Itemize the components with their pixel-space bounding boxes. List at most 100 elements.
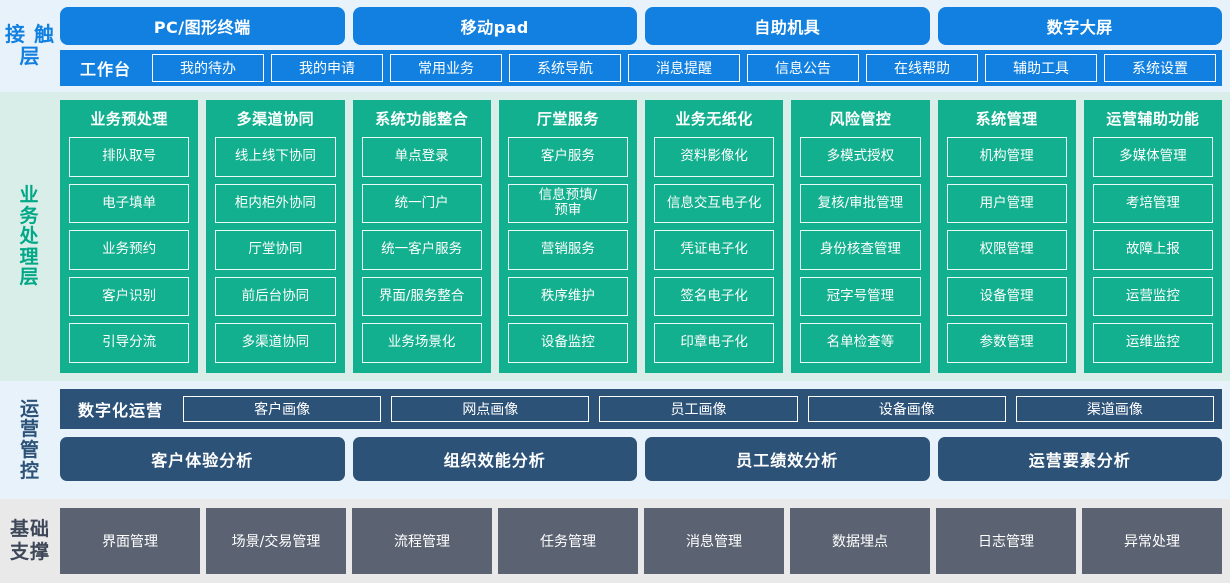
foundation-item[interactable]: 数据埋点	[790, 508, 930, 574]
business-label-char: 处	[19, 225, 41, 248]
business-cell[interactable]: 线上线下协同	[215, 137, 336, 177]
business-label-char: 理	[19, 245, 41, 268]
operations-label-char: 营	[19, 418, 40, 441]
business-cell[interactable]: 柜内柜外协同	[215, 183, 336, 224]
business-column: 运营辅助功能 多媒体管理 考培管理 故障上报 运营监控 运维监控	[1083, 100, 1222, 373]
business-cell[interactable]: 签名电子化	[654, 276, 775, 317]
analysis-item[interactable]: 组织效能分析	[352, 437, 637, 481]
foundation-layer-body: 界面管理 场景/交易管理 流程管理 任务管理 消息管理 数据埋点 日志管理 异常…	[60, 499, 1230, 583]
business-cell[interactable]: 名单检查等	[800, 323, 921, 363]
business-cell[interactable]: 业务场景化	[361, 323, 482, 363]
channel-button[interactable]: 移动pad	[352, 6, 637, 45]
contact-label-char: 层	[19, 44, 41, 68]
business-cell[interactable]: 设备监控	[507, 323, 628, 363]
foundation-layer: 基础 支撑 界面管理 场景/交易管理 流程管理 任务管理 消息管理 数据埋点 日…	[0, 499, 1230, 583]
business-column-title: 系统管理	[975, 110, 1038, 128]
business-column-title: 多渠道协同	[236, 110, 315, 128]
business-cell[interactable]: 凭证电子化	[654, 230, 775, 270]
business-cell[interactable]: 厅堂协同	[215, 230, 336, 270]
business-cell[interactable]: 电子填单	[69, 183, 190, 224]
business-cell[interactable]: 前后台协同	[215, 276, 336, 317]
business-column: 业务预处理 排队取号 电子填单 业务预约 客户识别 引导分流	[60, 100, 199, 373]
business-cell[interactable]: 客户服务	[507, 137, 628, 177]
business-cell[interactable]: 单点登录	[361, 137, 482, 177]
business-cell[interactable]: 多模式授权	[800, 137, 921, 177]
workbench-label: 工作台	[80, 59, 132, 79]
business-cell[interactable]: 多渠道协同	[215, 323, 336, 363]
channel-row: PC/图形终端 移动pad 自助机具 数字大屏	[60, 6, 1222, 45]
business-cell[interactable]: 信息交互电子化	[654, 183, 775, 224]
business-cell[interactable]: 运维监控	[1092, 323, 1213, 363]
foundation-item[interactable]: 界面管理	[60, 508, 200, 574]
business-cell[interactable]: 引导分流	[69, 323, 190, 363]
business-label-char: 业	[19, 184, 41, 207]
foundation-item[interactable]: 异常处理	[1082, 508, 1222, 574]
menu-item[interactable]: 在线帮助	[866, 53, 979, 82]
business-column: 系统管理 机构管理 用户管理 权限管理 设备管理 参数管理	[937, 100, 1076, 373]
business-cell[interactable]: 界面/服务整合	[361, 276, 482, 317]
business-column: 系统功能整合 单点登录 统一门户 统一客户服务 界面/服务整合 业务场景化	[352, 100, 491, 373]
business-cell[interactable]: 信息预填/预审	[507, 183, 628, 224]
workbench-row: 工作台 我的待办 我的申请 常用业务 系统导航 消息提醒 信息公告 在线帮助 辅…	[60, 49, 1222, 86]
business-cell[interactable]: 排队取号	[69, 137, 190, 177]
business-cell[interactable]: 身份核查管理	[800, 230, 921, 270]
business-column-title: 风险管控	[829, 110, 892, 128]
foundation-item[interactable]: 流程管理	[352, 508, 492, 574]
portrait-item[interactable]: 设备画像	[807, 396, 1006, 422]
business-cell[interactable]: 运营监控	[1092, 276, 1213, 317]
foundation-item[interactable]: 场景/交易管理	[206, 508, 346, 574]
business-cell[interactable]: 多媒体管理	[1092, 137, 1213, 177]
portrait-item[interactable]: 网点画像	[391, 396, 590, 422]
business-cell[interactable]: 印章电子化	[654, 323, 775, 363]
foundation-item[interactable]: 日志管理	[936, 508, 1076, 574]
menu-item[interactable]: 我的申请	[271, 53, 384, 82]
portrait-item[interactable]: 员工画像	[599, 396, 798, 422]
menu-item[interactable]: 系统设置	[1104, 53, 1217, 82]
business-cell[interactable]: 考培管理	[1092, 183, 1213, 224]
analysis-item[interactable]: 员工绩效分析	[645, 437, 930, 481]
analysis-item[interactable]: 运营要素分析	[937, 437, 1222, 481]
business-column-title: 厅堂服务	[536, 110, 599, 128]
channel-button[interactable]: 自助机具	[645, 6, 930, 45]
analysis-row: 客户体验分析 组织效能分析 员工绩效分析 运营要素分析	[60, 437, 1222, 481]
business-cell[interactable]: 机构管理	[946, 137, 1067, 177]
business-column: 业务无纸化 资料影像化 信息交互电子化 凭证电子化 签名电子化 印章电子化	[645, 100, 784, 373]
business-cell[interactable]: 资料影像化	[654, 137, 775, 177]
foundation-item[interactable]: 消息管理	[644, 508, 784, 574]
business-cell[interactable]: 统一门户	[361, 183, 482, 224]
menu-item[interactable]: 消息提醒	[628, 53, 741, 82]
business-cell[interactable]: 权限管理	[946, 230, 1067, 270]
menu-item[interactable]: 信息公告	[747, 53, 860, 82]
digital-operations-row: 数字化运营 客户画像 网点画像 员工画像 设备画像 渠道画像	[60, 389, 1222, 429]
channel-button[interactable]: PC/图形终端	[60, 6, 345, 45]
business-cell[interactable]: 参数管理	[946, 323, 1067, 363]
business-column: 风险管控 多模式授权 复核/审批管理 身份核查管理 冠字号管理 名单检查等	[791, 100, 930, 373]
business-cell[interactable]: 复核/审批管理	[800, 183, 921, 224]
foundation-item[interactable]: 任务管理	[498, 508, 638, 574]
business-cell[interactable]: 秩序维护	[507, 276, 628, 317]
business-cell[interactable]: 客户识别	[69, 276, 190, 317]
menu-item[interactable]: 常用业务	[390, 53, 503, 82]
foundation-layer-label: 基础 支撑	[0, 499, 60, 583]
business-cell[interactable]: 统一客户服务	[361, 230, 482, 270]
business-cell[interactable]: 故障上报	[1092, 230, 1213, 270]
business-cell[interactable]: 营销服务	[507, 230, 628, 270]
business-label-char: 层	[19, 266, 41, 289]
contact-layer-label: 接 触 层	[0, 0, 60, 92]
business-cell[interactable]: 冠字号管理	[800, 276, 921, 317]
channel-button[interactable]: 数字大屏	[937, 6, 1222, 45]
contact-layer-body: PC/图形终端 移动pad 自助机具 数字大屏 工作台 我的待办 我的申请 常用…	[60, 0, 1230, 92]
business-cell[interactable]: 用户管理	[946, 183, 1067, 224]
business-column-title: 业务预处理	[90, 110, 168, 128]
business-cell[interactable]: 业务预约	[69, 230, 190, 270]
menu-item[interactable]: 系统导航	[509, 53, 622, 82]
business-cell[interactable]: 设备管理	[946, 276, 1067, 317]
business-column-title: 业务无纸化	[675, 110, 753, 128]
business-column-title: 系统功能整合	[375, 110, 469, 128]
menu-item[interactable]: 辅助工具	[985, 53, 1098, 82]
menu-item[interactable]: 我的待办	[152, 53, 265, 82]
portrait-item[interactable]: 客户画像	[183, 396, 382, 422]
portrait-item[interactable]: 渠道画像	[1015, 396, 1215, 422]
analysis-item[interactable]: 客户体验分析	[60, 437, 345, 481]
